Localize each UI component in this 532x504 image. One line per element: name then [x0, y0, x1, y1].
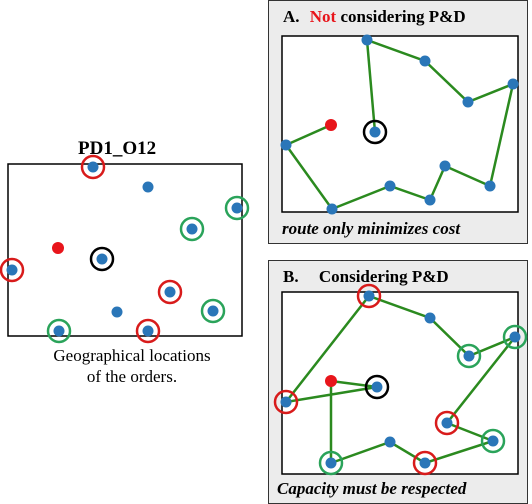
panel-b-caption: Capacity must be respected: [277, 479, 467, 498]
panel-a-frame: [281, 35, 519, 213]
order-node: [487, 435, 499, 447]
delivery-ring: [224, 195, 250, 221]
order-node: [164, 286, 176, 298]
panel-b-title-rest: Considering P&D: [318, 267, 449, 286]
panel-b-title: B. Considering P&D: [283, 267, 449, 287]
depot-node: [52, 242, 64, 254]
order-node: [369, 126, 381, 138]
panel-a-nodes: [280, 34, 519, 215]
pickup-ring: [157, 279, 183, 305]
order-node: [507, 78, 519, 90]
map-caption-line1: Geographical locations: [53, 346, 211, 365]
order-node: [142, 181, 154, 193]
map-frame: [7, 163, 243, 337]
panel-b-nodes: [280, 290, 521, 469]
panel-a-not-word: Not: [309, 7, 337, 26]
order-node: [463, 350, 475, 362]
pickup-ring: [80, 154, 106, 180]
panel-a-title-rest: considering P&D: [340, 7, 466, 26]
order-node: [280, 139, 292, 151]
order-node: [325, 457, 337, 469]
delivery-ring: [456, 343, 482, 369]
order-node: [371, 381, 383, 393]
delivery-ring: [480, 428, 506, 454]
pickup-ring: [0, 257, 25, 283]
order-node: [419, 457, 431, 469]
current-ring: [362, 119, 388, 145]
delivery-ring: [200, 298, 226, 324]
map-title: PD1_O12: [78, 138, 157, 159]
panel-b-letter: B.: [283, 267, 299, 286]
order-node: [6, 264, 18, 276]
order-node: [326, 203, 338, 215]
order-node: [384, 436, 396, 448]
route-path: [284, 38, 515, 211]
order-node: [462, 96, 474, 108]
order-node: [231, 202, 243, 214]
current-ring: [364, 374, 390, 400]
pickup-ring: [356, 283, 382, 309]
map-nodes: [6, 161, 243, 337]
order-node: [361, 34, 373, 46]
delivery-ring: [502, 324, 528, 350]
order-node: [384, 180, 396, 192]
order-node: [280, 396, 292, 408]
map-caption-line2: of the orders.: [86, 367, 178, 386]
pickup-ring: [412, 450, 438, 476]
map-rings: [0, 154, 250, 344]
panel-a-title: A. Not considering P&D: [283, 7, 466, 27]
delivery-ring: [46, 318, 72, 344]
order-node: [207, 305, 219, 317]
order-node: [363, 290, 375, 302]
order-node: [96, 253, 108, 265]
delivery-ring: [179, 216, 205, 242]
order-node: [424, 312, 436, 324]
depot-node: [325, 119, 337, 131]
order-node: [111, 306, 123, 318]
order-node: [509, 331, 521, 343]
panel-b-rings: [273, 283, 528, 476]
map-caption: Geographical locations of the orders.: [0, 345, 264, 387]
order-node: [484, 180, 496, 192]
order-node: [87, 161, 99, 173]
panel-a-caption: route only minimizes cost: [282, 219, 461, 238]
delivery-ring: [318, 450, 344, 476]
panel-a-letter: A.: [283, 7, 300, 26]
order-node: [186, 223, 198, 235]
order-node: [419, 55, 431, 67]
order-node: [53, 325, 65, 337]
current-ring: [89, 246, 115, 272]
depot-node: [325, 375, 337, 387]
pickup-ring: [135, 318, 161, 344]
order-node: [424, 194, 436, 206]
pickup-ring: [434, 410, 460, 436]
pickup-ring: [273, 389, 299, 415]
order-node: [441, 417, 453, 429]
order-node: [142, 325, 154, 337]
order-node: [439, 160, 451, 172]
